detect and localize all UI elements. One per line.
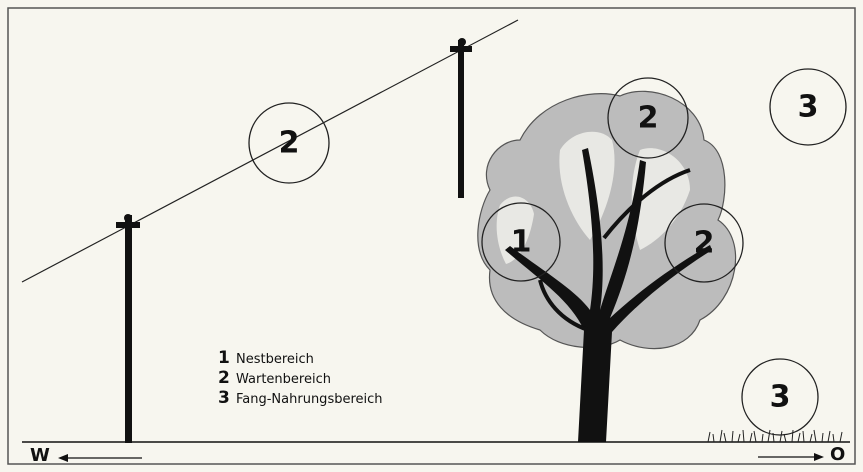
zone-label-ground: 3 bbox=[770, 380, 791, 415]
legend-item: 3 Fang-Nahrungsbereich bbox=[218, 388, 383, 408]
arrow-west bbox=[58, 454, 142, 462]
tree bbox=[478, 91, 736, 442]
zone-circle-ground: 3 bbox=[742, 359, 818, 435]
zone-label-tree-right: 2 bbox=[694, 226, 715, 261]
legend-key: 1 bbox=[218, 348, 236, 368]
zone-label-sky: 3 bbox=[798, 90, 819, 125]
zone-circle-sky: 3 bbox=[770, 69, 846, 145]
legend-key: 2 bbox=[218, 368, 236, 388]
utility-pole-left bbox=[116, 214, 140, 443]
zone-label-tree-top: 2 bbox=[638, 101, 659, 136]
legend-item: 1 Nestbereich bbox=[218, 348, 383, 368]
legend-text: Fang-Nahrungsbereich bbox=[236, 392, 383, 407]
zone-label-nest: 1 bbox=[511, 225, 532, 260]
legend: 1 Nestbereich 2 Wartenbereich 3 Fang-Nah… bbox=[218, 348, 383, 408]
zone-label-wire: 2 bbox=[279, 126, 300, 161]
east-label: O bbox=[830, 444, 845, 465]
arrow-east bbox=[758, 453, 824, 461]
zone-circle-wire: 2 bbox=[249, 103, 329, 183]
legend-key: 3 bbox=[218, 388, 236, 408]
legend-text: Nestbereich bbox=[236, 352, 314, 367]
grass bbox=[708, 430, 842, 442]
legend-text: Wartenbereich bbox=[236, 372, 331, 387]
utility-pole-right bbox=[450, 38, 472, 198]
power-wire bbox=[22, 20, 518, 282]
legend-item: 2 Wartenbereich bbox=[218, 368, 383, 388]
west-label: W bbox=[30, 445, 50, 466]
